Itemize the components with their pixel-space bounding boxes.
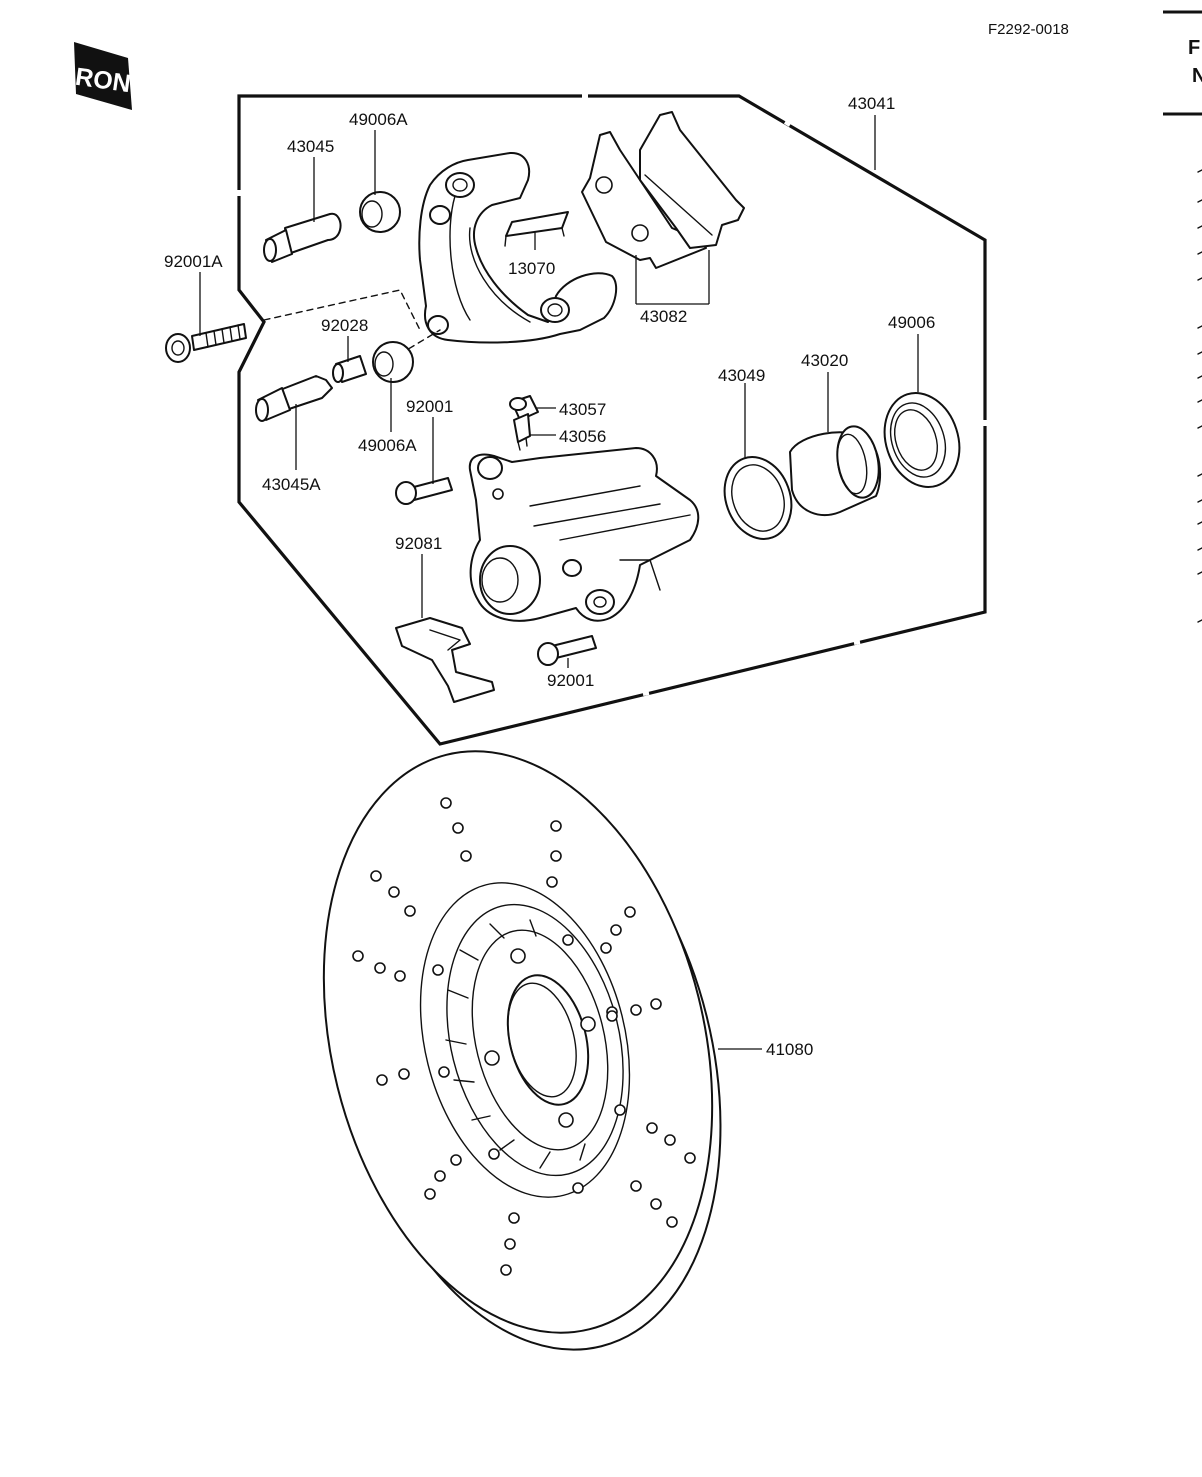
edge-letter-1: F [1188, 37, 1200, 59]
assembly-frame-43041 [237, 94, 987, 746]
label-49006: 49006 [888, 313, 935, 332]
label-49006A-top: 49006A [349, 110, 408, 129]
bolt-92001-bottom [537, 635, 597, 666]
boot-49006A-bottom [372, 341, 414, 383]
label-92001A: 92001A [164, 252, 223, 271]
front-badge: RONT [74, 42, 148, 110]
brake-disc-41080 [322, 750, 722, 1351]
label-43057: 43057 [559, 400, 606, 419]
bolt-92001-top [395, 477, 453, 505]
bleed-valve-43056 [513, 413, 531, 451]
brake-pads-43082 [581, 111, 745, 269]
label-43020: 43020 [801, 351, 848, 370]
boot-49006A-top [359, 191, 401, 233]
label-92081: 92081 [395, 534, 442, 553]
anti-rattle-spring-13070 [504, 211, 569, 247]
bolt-92001A [165, 323, 247, 363]
edge-letter-2: N [1192, 65, 1202, 87]
label-13070: 13070 [508, 259, 555, 278]
figure-code: F2292-0018 [988, 21, 1069, 38]
label-43049: 43049 [718, 366, 765, 385]
label-92001-bottom: 92001 [547, 671, 594, 690]
label-49006A-bottom: 49006A [358, 436, 417, 455]
piston-43020 [789, 425, 882, 516]
adjacent-page-edge: F N [1163, 10, 1202, 623]
pad-spring-92081 [395, 617, 495, 703]
label-43056: 43056 [559, 427, 606, 446]
caliper-bracket [418, 151, 618, 344]
label-43041: 43041 [848, 94, 895, 113]
leader-lines [199, 115, 919, 1050]
dust-boot-49006 [883, 392, 961, 488]
label-92001-top: 92001 [406, 397, 453, 416]
label-41080: 41080 [766, 1040, 813, 1059]
piston-seal-43049 [723, 456, 793, 540]
bleed-cap-43057 [509, 395, 539, 421]
label-43082: 43082 [640, 307, 687, 326]
label-43045A: 43045A [262, 475, 321, 494]
caliper-body [468, 447, 700, 622]
sleeve-92028 [332, 355, 367, 383]
label-43045: 43045 [287, 137, 334, 156]
slide-pin-43045 [263, 212, 342, 263]
slide-pin-43045A [255, 375, 333, 422]
label-92028: 92028 [321, 316, 368, 335]
